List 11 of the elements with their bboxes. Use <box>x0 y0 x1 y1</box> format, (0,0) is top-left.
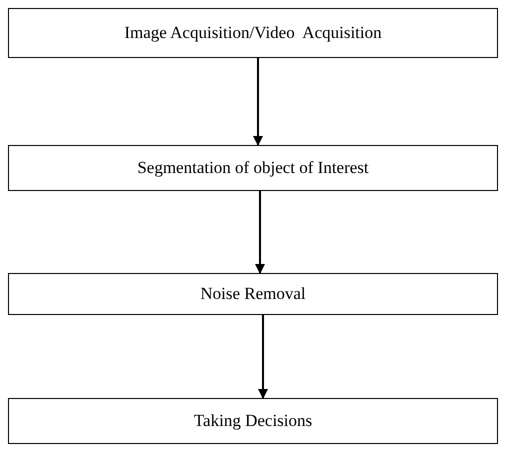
arrow <box>258 315 268 399</box>
process-box <box>8 145 498 191</box>
process-box <box>8 8 498 58</box>
arrow <box>253 58 263 146</box>
box-label: Segmentation of object of Interest <box>137 157 369 180</box>
box-label: Taking Decisions <box>194 410 312 432</box>
process-box <box>8 398 498 444</box>
box-label: Image Acquisition/Video Acquisition <box>124 22 382 44</box>
process-box <box>8 273 498 315</box>
arrow <box>255 191 265 274</box>
box-label: Noise Removal <box>200 283 306 306</box>
